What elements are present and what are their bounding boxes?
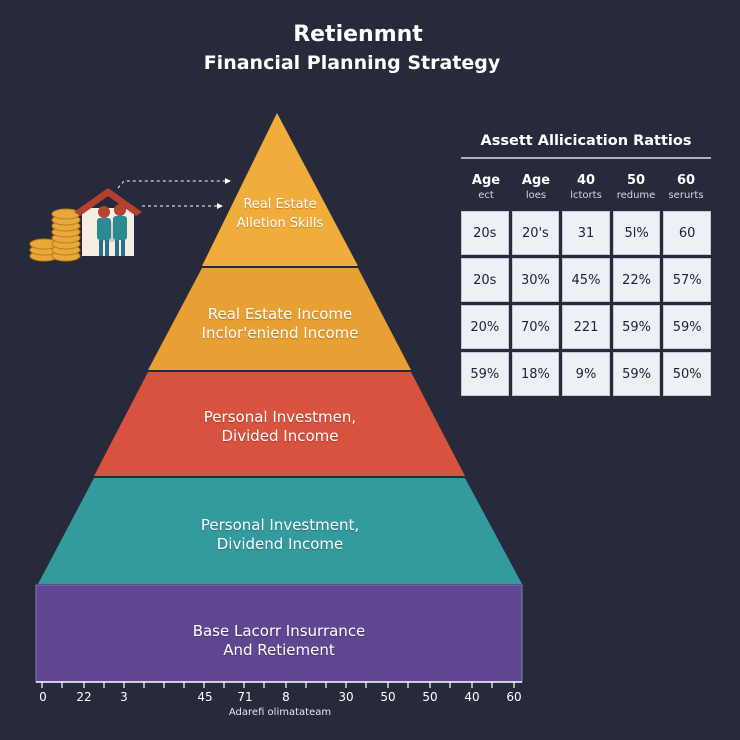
- dashed-arrow-upper: [117, 178, 231, 189]
- table-cell: 5l%: [612, 211, 661, 255]
- layer-4-label: Personal Investment, Dividend Income: [200, 516, 360, 553]
- axis-tick-label: 71: [237, 690, 253, 704]
- table-cell: 9%: [562, 352, 610, 396]
- layer-2-label: Real Estate Income Inclor'eniend Income: [201, 305, 359, 342]
- page-title: Retienmnt: [293, 22, 423, 47]
- table-cell: 60: [663, 211, 711, 255]
- table-cell: 57%: [663, 258, 711, 302]
- table-cell: 20s: [461, 211, 509, 255]
- table-cell: 59%: [612, 352, 661, 396]
- axis-label: Adarefi olimatateam: [228, 707, 332, 718]
- layer-1-label: Real Estate Alletion Skills: [236, 197, 324, 231]
- table-title: Assett Allicication Rattios: [461, 133, 711, 159]
- table-cell: 22%: [612, 258, 661, 302]
- axis-tick-label: 8: [282, 690, 290, 704]
- axis-tick-label: 0: [39, 690, 47, 704]
- table-cell: 20s: [461, 258, 509, 302]
- axis-ticks: [41, 682, 515, 688]
- pyramid-layer-4: [38, 478, 522, 584]
- pyramid-layer-5: [35, 584, 523, 683]
- pyramid-layer-2: [148, 268, 411, 370]
- layer-3-label: Personal Investmen, Divided Income: [203, 408, 357, 445]
- table-cell: 18%: [511, 352, 560, 396]
- pyramid-layer-1: [202, 113, 358, 266]
- table-cell: 45%: [562, 258, 610, 302]
- table-cell: 70%: [511, 305, 560, 349]
- page-subtitle: Financial Planning Strategy: [203, 52, 501, 74]
- layer-5-label: Base Lacorr Insurrance And Retiement: [192, 622, 366, 659]
- house-coins-icon: [29, 188, 142, 262]
- axis-tick-label: 40: [464, 690, 480, 704]
- table-cell: 31: [562, 211, 610, 255]
- axis-tick-label: 60: [506, 690, 522, 704]
- axis-tick-label: 45: [197, 690, 213, 704]
- table-cell: 59%: [612, 305, 661, 349]
- table-cell: 30%: [511, 258, 560, 302]
- table-cell: 59%: [461, 352, 509, 396]
- axis-tick-label: 50: [380, 690, 396, 704]
- axis-tick-label: 30: [338, 690, 354, 704]
- axis-tick-label: 3: [120, 690, 128, 704]
- axis-tick-label: 22: [76, 690, 92, 704]
- table-cell: 50%: [663, 352, 711, 396]
- table-cell: 20's: [511, 211, 560, 255]
- axis-tick-label: 50: [422, 690, 438, 704]
- table-body: 20s 20's 31 5l% 60 20s 30% 45% 22% 57% 2…: [461, 211, 711, 396]
- pyramid-layer-3: [94, 372, 465, 476]
- table-cell: 59%: [663, 305, 711, 349]
- table-cell: 20%: [461, 305, 509, 349]
- table-cell: 221: [562, 305, 610, 349]
